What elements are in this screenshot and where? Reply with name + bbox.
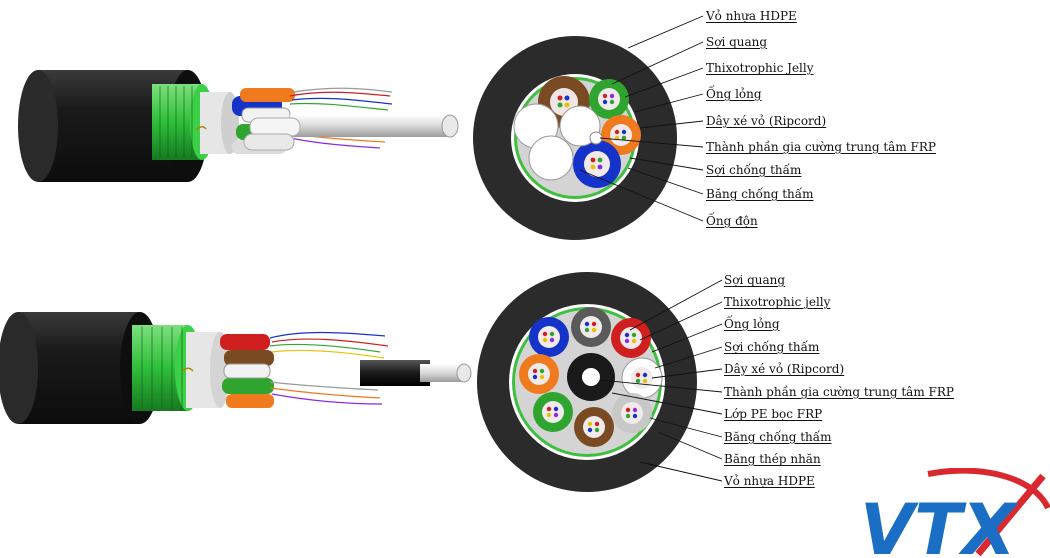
fiber-dots-top xyxy=(557,93,627,170)
vtx-logo: VTX xyxy=(860,468,1050,558)
bottom-cross-section xyxy=(477,272,697,492)
logo-wordmark: VTX xyxy=(860,489,1019,558)
label-bottom-ripcord: Dây xé vỏ (Ripcord) xyxy=(724,362,845,376)
label-top-thixotropic-jelly: Thixotrophic Jelly xyxy=(706,61,814,75)
label-top-water-blocking-yarn: Sợi chống thấm xyxy=(706,163,802,177)
label-bottom-pe-coated-frp: Lớp PE bọc FRP xyxy=(724,407,823,421)
label-top-hdpe-sheath: Vỏ nhựa HDPE xyxy=(706,9,797,23)
bottom-cable-side-view xyxy=(0,312,472,424)
label-top-filler-rod: Ống độn xyxy=(706,214,758,228)
label-bottom-loose-tube: Ống lỏng xyxy=(724,317,780,331)
leader-lines-bottom xyxy=(599,279,723,482)
label-top-optical-fiber: Sợi quang xyxy=(706,35,768,49)
label-bottom-frp-strength-member: Thành phần gia cường trung tâm FRP xyxy=(724,385,954,399)
label-bottom-thixotropic-jelly: Thixotrophic jelly xyxy=(724,295,831,309)
label-bottom-hdpe-sheath: Vỏ nhựa HDPE xyxy=(724,474,815,488)
fiber-dots-bottom xyxy=(532,321,648,433)
leader-lines-top xyxy=(579,15,704,222)
label-bottom-water-blocking-tape: Băng chống thấm xyxy=(724,430,832,444)
top-cable-side-view xyxy=(18,70,459,182)
label-top-water-blocking-tape: Băng chống thấm xyxy=(706,187,814,201)
label-top-ripcord: Dây xé vỏ (Ripcord) xyxy=(706,114,827,128)
label-top-frp-strength-member: Thành phần gia cường trung tâm FRP xyxy=(706,140,936,154)
label-bottom-corrugated-steel-tape: Băng thép nhăn xyxy=(724,452,821,466)
top-cross-section xyxy=(473,36,677,240)
logo-swoosh xyxy=(927,468,1050,510)
label-top-loose-tube: Ống lỏng xyxy=(706,87,762,101)
label-bottom-optical-fiber: Sợi quang xyxy=(724,273,786,287)
label-bottom-water-blocking-yarn: Sợi chống thấm xyxy=(724,340,820,354)
